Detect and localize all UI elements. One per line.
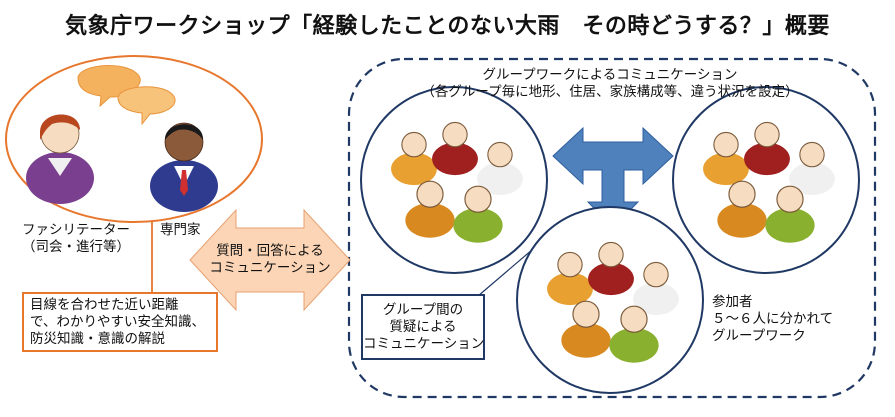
qa-arrow-label: 質問・回答による コミュニケーション xyxy=(205,243,335,277)
group-comm-label-line1: グループワークによるコミュニケーション xyxy=(482,67,738,83)
explain-box-line1: 目線を合わせた近い距離 xyxy=(30,297,179,313)
inter-group-box: グループ間の 質疑による コミュニケーション xyxy=(361,294,485,360)
qa-double-arrow xyxy=(189,208,351,312)
facilitator-expert-ellipse xyxy=(5,55,263,223)
qa-arrow-label-line1: 質問・回答による xyxy=(216,243,324,259)
qa-arrow-label-line2: コミュニケーション xyxy=(209,260,331,276)
inter-group-box-line3: コミュニケーション xyxy=(363,336,485,352)
participants-label-line2: ５〜６人に分かれて xyxy=(712,311,834,327)
explain-box-line2: で、わかりやすい安全知識、 xyxy=(30,314,205,330)
participants-label-line3: グループワーク xyxy=(712,328,806,344)
group-work-frame xyxy=(347,57,877,399)
group-comm-label: グループワークによるコミュニケーション （各グループ毎に地形、住居、家族構成等、… xyxy=(395,67,825,101)
group-comm-label-line2: （各グループ毎に地形、住居、家族構成等、違う状況を設定） xyxy=(421,84,799,100)
inter-group-box-line1: グループ間の xyxy=(382,302,464,318)
inter-group-t-arrow xyxy=(552,126,674,229)
participants-label: 参加者 ５〜６人に分かれて グループワーク xyxy=(712,294,833,345)
facilitator-label-line1: ファシリテーター xyxy=(22,222,130,238)
speech-bubble-icon xyxy=(117,86,176,126)
participants-label-line1: 参加者 xyxy=(712,294,753,310)
expert-figure-icon xyxy=(150,122,218,212)
explain-box-line3: 防災知識・意識の解説 xyxy=(30,331,165,347)
facilitator-figure-icon xyxy=(26,114,94,204)
page-title: 気象庁ワークショップ「経験したことのない大雨 その時どうする？」概要 xyxy=(65,14,830,39)
expert-label: 専門家 xyxy=(160,222,201,238)
explain-box: 目線を合わせた近い距離 で、わかりやすい安全知識、 防災知識・意識の解説 xyxy=(22,292,218,352)
facilitator-label-line2: （司会・進行等） xyxy=(22,239,130,255)
facilitator-label: ファシリテーター （司会・進行等） xyxy=(22,222,130,256)
inter-group-box-line2: 質疑による xyxy=(389,319,457,335)
